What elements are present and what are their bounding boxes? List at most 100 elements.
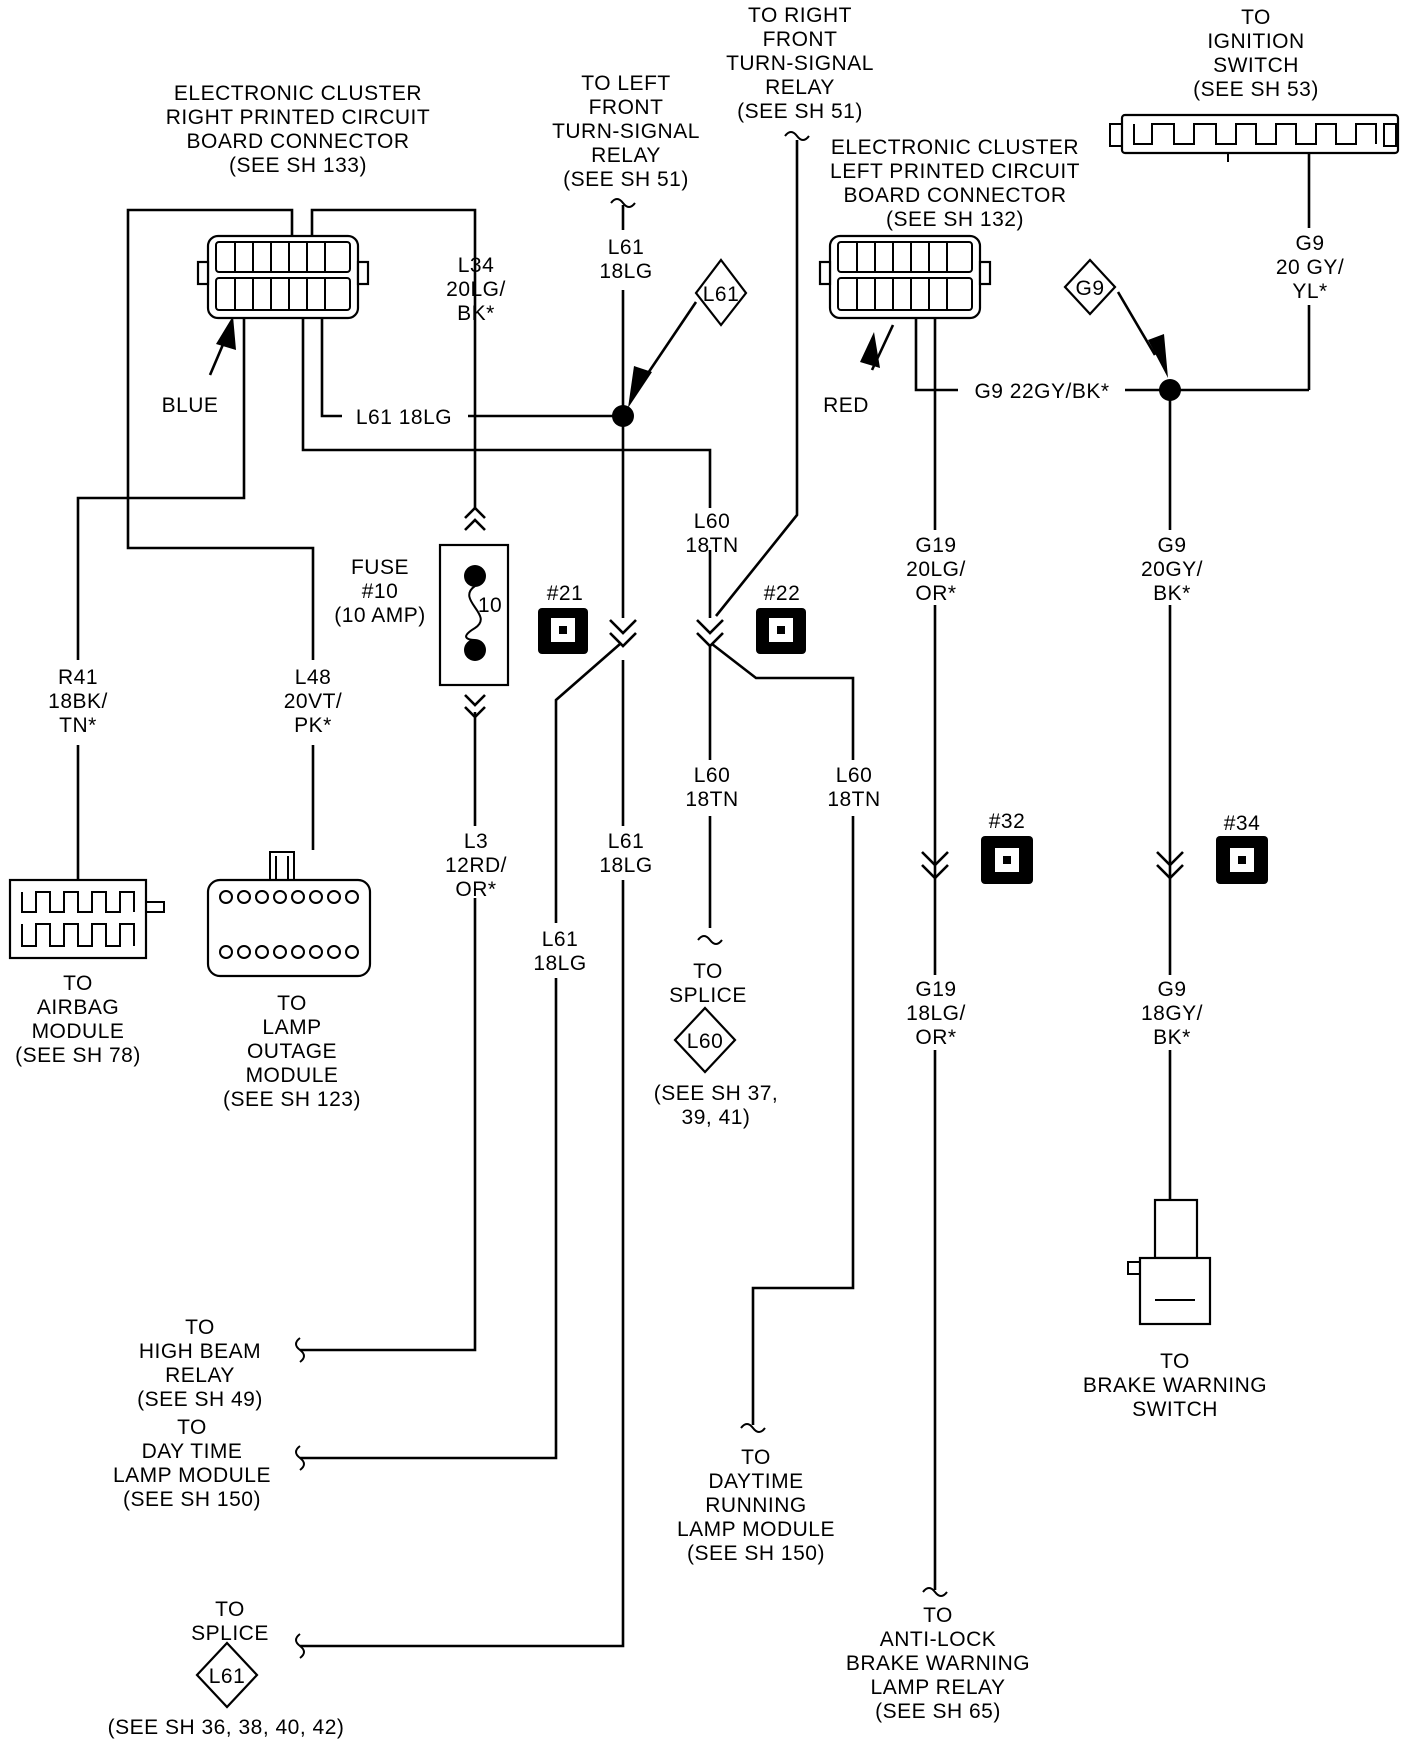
dest-antilock: TO ANTI-LOCK BRAKE WARNING LAMP RELAY (S… [846,1604,1030,1723]
svg-text:BK*: BK* [1153,582,1191,605]
wire-label-l60-right: L60 18TN [827,764,880,811]
svg-text:#10: #10 [362,580,399,603]
ignition-switch-connector [1109,113,1400,162]
svg-text:G9: G9 [1157,534,1186,557]
wire-l60-right-lower [751,816,855,1425]
wire-label-g9-top: G9 20 GY/ YL* [1276,232,1344,303]
svg-text:18TN: 18TN [685,534,738,557]
svg-text:(SEE SH 51): (SEE SH 51) [737,100,863,123]
svg-text:TO: TO [277,992,307,1015]
svg-text:TO: TO [923,1604,953,1627]
splice-arrows [208,291,1168,408]
dest-day-time: TO DAY TIME LAMP MODULE (SEE SH 150) [113,1416,271,1511]
dest-high-beam: TO HIGH BEAM RELAY (SEE SH 49) [137,1316,263,1411]
left-pcb-connector [818,234,992,320]
svg-text:TURN-SIGNAL: TURN-SIGNAL [726,52,874,75]
wire-l61-to-splice [300,880,625,1648]
svg-text:(SEE SH 150): (SEE SH 150) [687,1542,825,1565]
wire-l61-horizontal [320,318,342,418]
svg-text:(SEE SH 133): (SEE SH 133) [229,154,367,177]
svg-text:HIGH BEAM: HIGH BEAM [139,1340,261,1363]
svg-text:G19: G19 [915,534,956,557]
splice-flag-l61-bottom: L61 [195,1641,259,1709]
brake-warning-switch [1127,1198,1212,1326]
wire-l60-top [301,318,712,508]
svg-text:RIGHT PRINTED CIRCUIT: RIGHT PRINTED CIRCUIT [166,106,430,129]
wire-label-l34: L34 20LG/ BK* [446,254,505,325]
svg-text:18TN: 18TN [827,788,880,811]
svg-text:18LG: 18LG [599,854,652,877]
svg-text:MODULE: MODULE [32,1020,125,1043]
wire-label-g9-horizontal: G9 22GY/BK* [974,380,1109,403]
connector-34: #34 [1216,812,1268,884]
svg-text:RELAY: RELAY [165,1364,235,1387]
dest-brake-warning: TO BRAKE WARNING SWITCH [1083,1350,1267,1421]
svg-text:MODULE: MODULE [246,1064,339,1087]
svg-text:18TN: 18TN [685,788,738,811]
wire-right-relay [714,140,799,617]
wire-l60-right-branch [711,642,855,760]
svg-text:G9: G9 [1295,232,1324,255]
wire-g9-horizontal [914,318,958,392]
svg-text:G9: G9 [1157,978,1186,1001]
connector-21: #21 [538,582,588,654]
wire-label-g9-mid: G9 20GY/ BK* [1141,534,1203,605]
connector-label-left-pcb: ELECTRONIC CLUSTER LEFT PRINTED CIRCUIT … [830,136,1079,231]
svg-text:L61: L61 [608,830,645,853]
svg-text:(SEE SH 51): (SEE SH 51) [563,168,689,191]
svg-text:SWITCH: SWITCH [1132,1398,1218,1421]
svg-text:L61: L61 [703,283,740,306]
svg-text:OR*: OR* [455,878,496,901]
wire-label-r41: R41 18BK/ TN* [48,666,107,737]
fuse-label: FUSE #10 (10 AMP) [334,556,425,627]
svg-text:SWITCH: SWITCH [1213,54,1299,77]
inline-connectors [464,506,1184,880]
wire-end-marks [295,131,948,1659]
svg-text:TO: TO [63,972,93,995]
svg-text:(SEE SH 123): (SEE SH 123) [223,1088,361,1111]
svg-text:TO: TO [177,1416,207,1439]
svg-text:AIRBAG: AIRBAG [37,996,119,1019]
wire-label-g9-bottom: G9 18GY/ BK* [1141,978,1203,1049]
dest-splice-l61: TO SPLICE (SEE SH 36, 38, 40, 42) [108,1598,345,1739]
svg-text:L60: L60 [836,764,873,787]
svg-text:OUTAGE: OUTAGE [247,1040,337,1063]
svg-text:ELECTRONIC CLUSTER: ELECTRONIC CLUSTER [174,82,422,105]
svg-text:SPLICE: SPLICE [669,984,747,1007]
svg-text:(SEE SH 132): (SEE SH 132) [886,208,1024,231]
splice-flag-g9-top: G9 [1063,258,1117,316]
svg-text:YL*: YL* [1292,280,1327,303]
svg-text:(SEE SH 37,: (SEE SH 37, [654,1082,779,1105]
dest-drl: TO DAYTIME RUNNING LAMP MODULE (SEE SH 1… [677,1446,835,1565]
svg-text:(SEE SH 65): (SEE SH 65) [875,1700,1001,1723]
svg-text:TO: TO [1160,1350,1190,1373]
svg-text:18LG: 18LG [599,260,652,283]
svg-text:18GY/: 18GY/ [1141,1002,1203,1025]
dest-splice-l60: TO SPLICE (SEE SH 37, 39, 41) [654,960,779,1129]
svg-text:20 GY/: 20 GY/ [1276,256,1344,279]
svg-text:TO: TO [215,1598,245,1621]
connector-label-ignition: TO IGNITION SWITCH (SEE SH 53) [1193,6,1318,101]
svg-text:BK*: BK* [1153,1026,1191,1049]
connector-label-left-relay: TO LEFT FRONT TURN-SIGNAL RELAY (SEE SH … [552,72,700,191]
wire-label-l61-horizontal: L61 18LG [356,406,452,429]
svg-text:TO: TO [693,960,723,983]
svg-text:BK*: BK* [457,302,495,325]
splice-dot-g9 [1159,379,1181,401]
wire-label-l61-top: L61 18LG [599,236,652,283]
svg-text:RELAY: RELAY [591,144,661,167]
svg-text:(SEE SH 49): (SEE SH 49) [137,1388,263,1411]
svg-text:TURN-SIGNAL: TURN-SIGNAL [552,120,700,143]
svg-text:L61: L61 [608,236,645,259]
right-pcb-connector [196,234,370,320]
svg-text:LAMP: LAMP [262,1016,321,1039]
svg-text:FRONT: FRONT [763,28,838,51]
svg-text:(SEE SH 36, 38, 40, 42): (SEE SH 36, 38, 40, 42) [108,1716,345,1739]
svg-text:L60: L60 [687,1030,724,1053]
svg-text:BRAKE WARNING: BRAKE WARNING [846,1652,1030,1675]
wire-label-l61-right: L61 18LG [599,830,652,877]
wire-label-l3: L3 12RD/ OR* [445,830,507,901]
svg-text:18LG: 18LG [533,952,586,975]
svg-text:L61: L61 [209,1665,246,1688]
